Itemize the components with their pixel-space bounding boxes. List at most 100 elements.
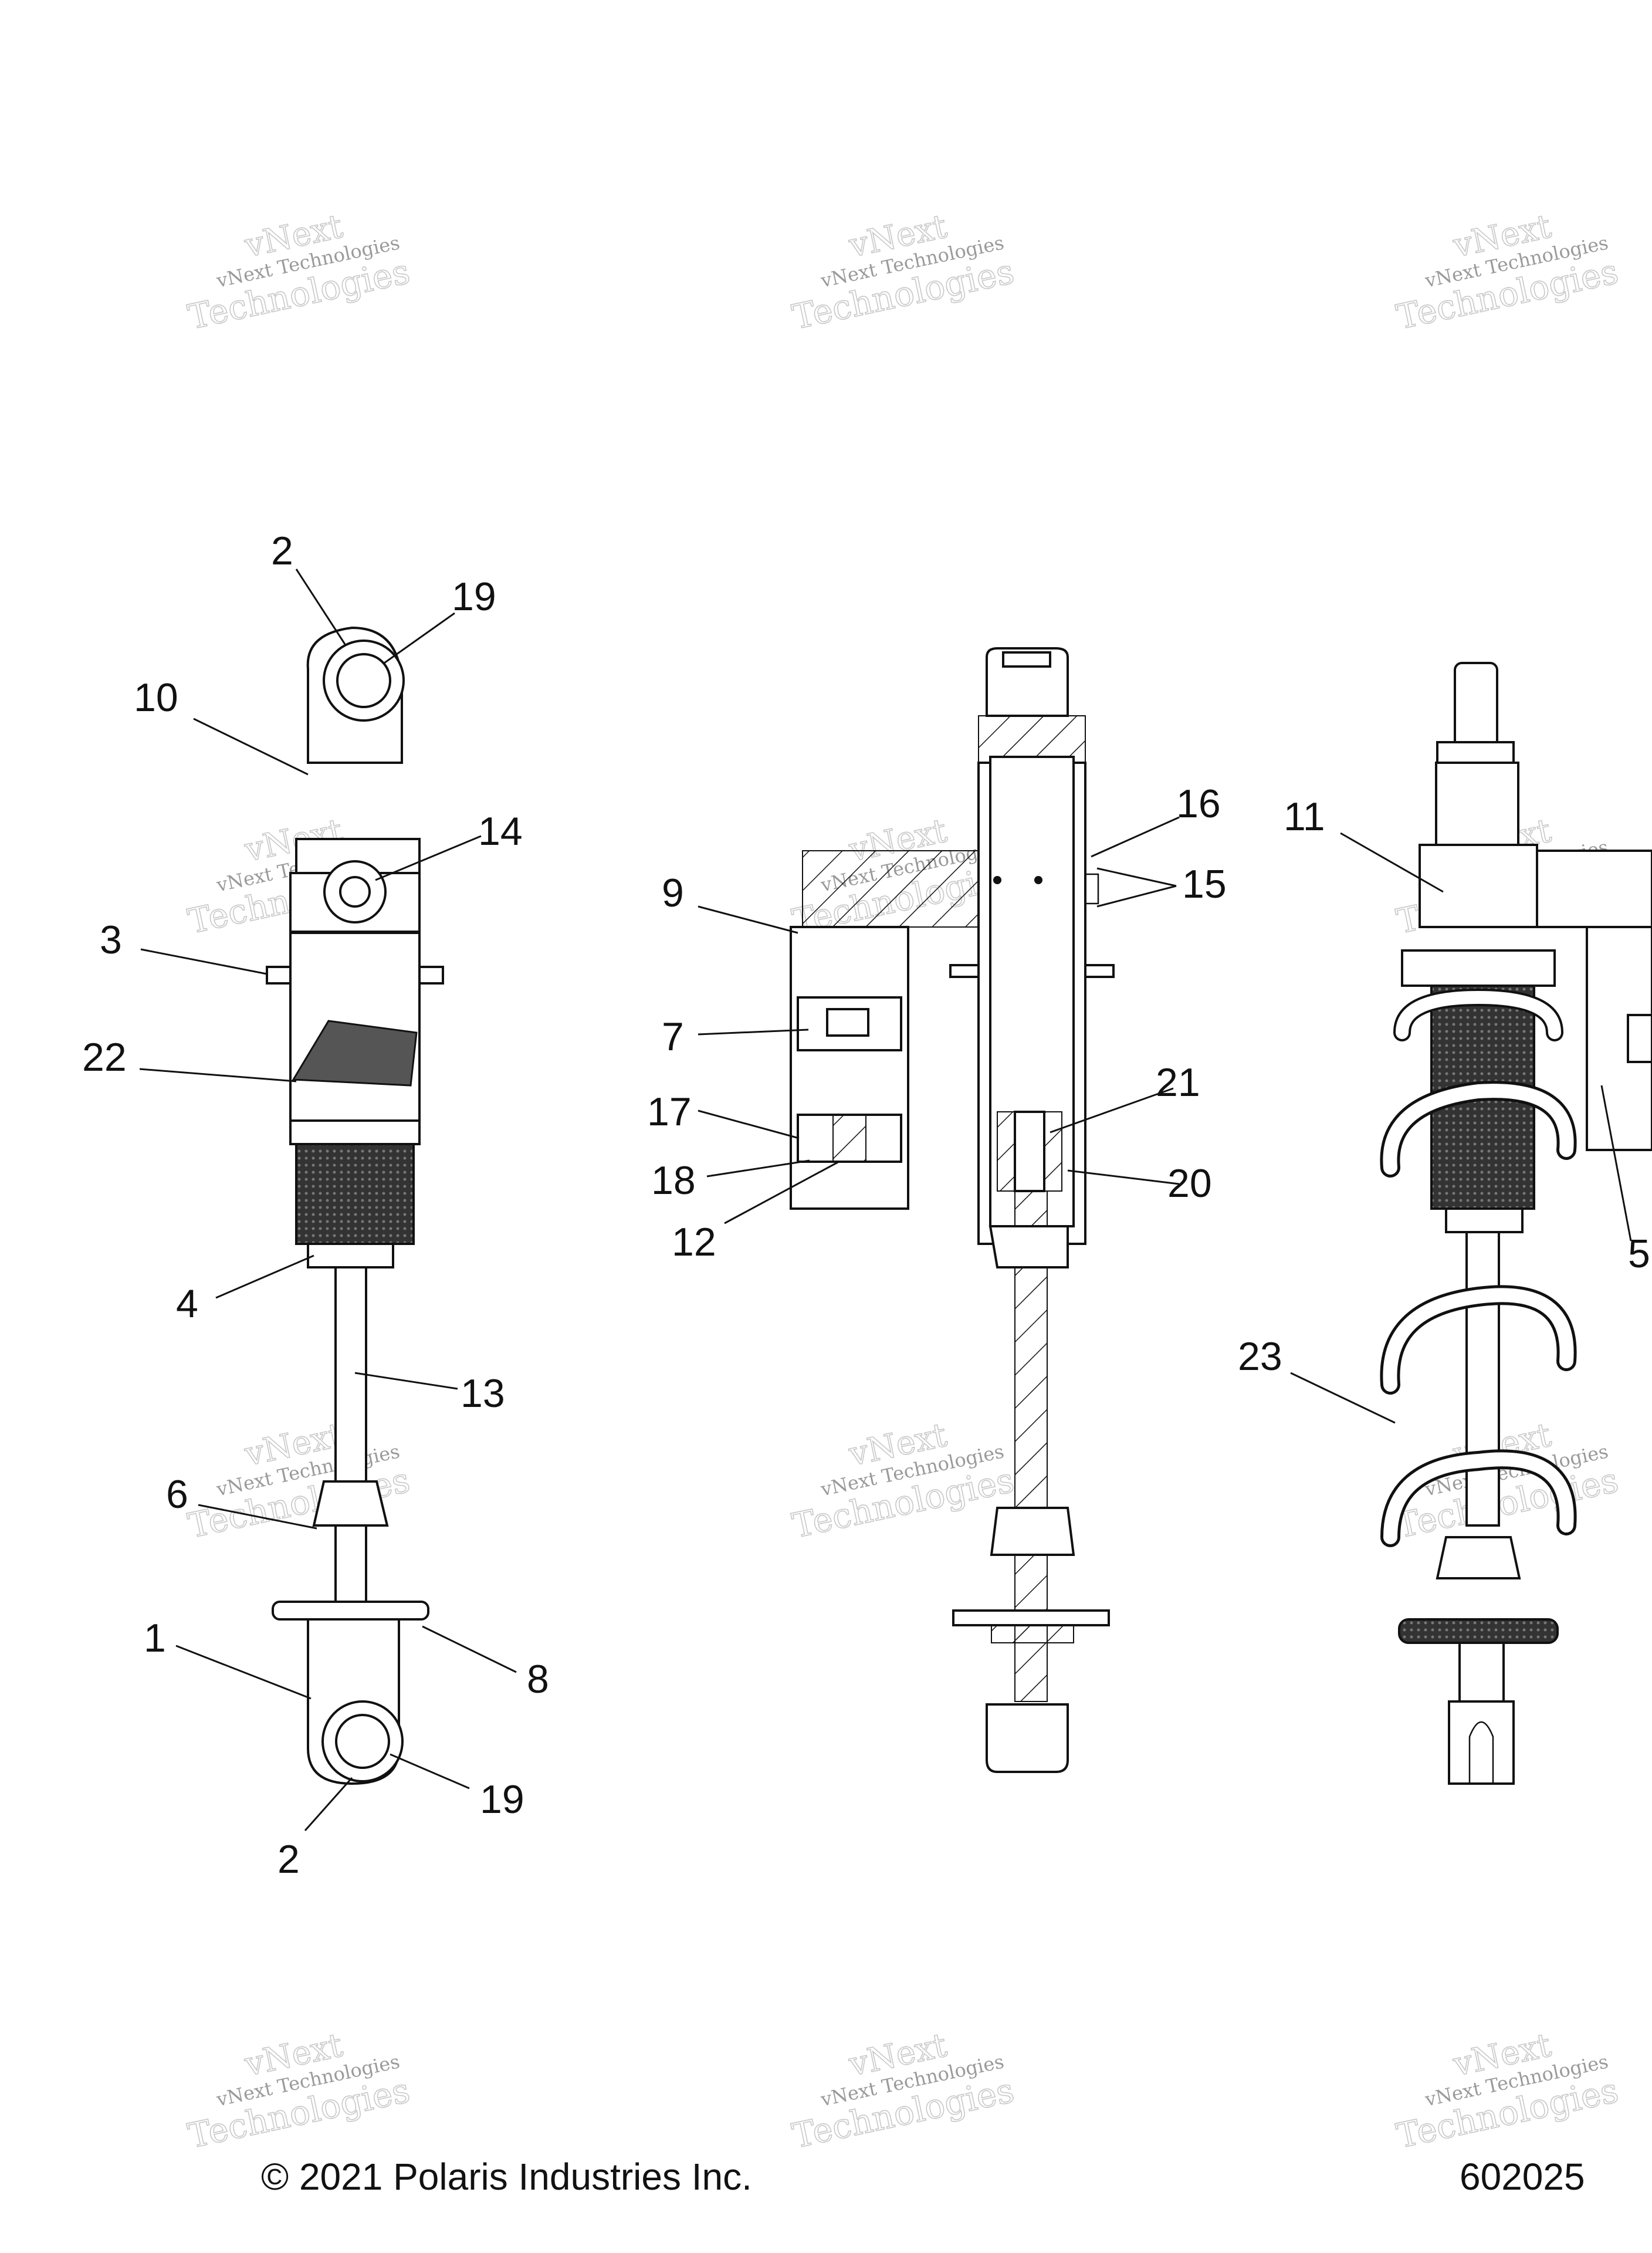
leader-17	[698, 1109, 800, 1139]
assembled-shaft-lower	[1458, 1642, 1505, 1703]
assembled-body-head	[1419, 844, 1538, 928]
watermark: vNext vNext Technologies Technologies	[184, 2025, 414, 2156]
eyelet-bore-bottom	[335, 1714, 390, 1769]
watermark: vNext vNext Technologies Technologies	[1393, 207, 1622, 337]
section-reservoir	[790, 926, 909, 1210]
threaded-section	[295, 1143, 415, 1245]
port-hole	[1034, 876, 1042, 884]
reservoir-valve	[832, 1114, 866, 1162]
assembled-top-eyelet	[1454, 662, 1498, 752]
section-seal-head	[989, 1225, 1069, 1268]
watermark: vNext vNext Technologies Technologies	[788, 1415, 1018, 1546]
clip-left	[266, 966, 292, 985]
leader-15b	[1096, 885, 1177, 908]
spring-coil	[1383, 1452, 1574, 1544]
spring-coil	[1383, 1288, 1574, 1392]
leader-19-top	[384, 612, 455, 664]
seal-head	[307, 1243, 394, 1268]
leader-4	[215, 1254, 314, 1299]
section-top-bushing	[1002, 651, 1051, 668]
body-collar	[289, 1119, 421, 1145]
callout-9: 9	[662, 871, 684, 915]
copyright-text: © 2021 Polaris Industries Inc.	[261, 2156, 752, 2198]
shaft-lower	[334, 1524, 367, 1603]
leader-16	[1091, 816, 1180, 858]
diagram-number: 602025	[1460, 2156, 1585, 2198]
assembled-eyelet-slot	[1468, 1721, 1494, 1784]
o-ring-groove	[1084, 873, 1099, 905]
leader-22	[139, 1068, 297, 1082]
callout-13: 13	[461, 1371, 505, 1416]
leader-lines	[139, 569, 1632, 1831]
adjuster-center	[339, 876, 371, 908]
callout-1: 1	[144, 1616, 166, 1660]
section-piston-bolt	[1014, 1111, 1045, 1192]
leader-11	[1340, 832, 1444, 893]
leader-20	[1067, 1169, 1180, 1185]
callout-21: 21	[1156, 1060, 1200, 1105]
shock-section-view	[790, 647, 1115, 1773]
callout-3: 3	[100, 918, 122, 962]
assembled-body-cap	[1435, 762, 1519, 846]
spring-coil	[1396, 990, 1561, 1039]
assembled-seal-head	[1445, 1207, 1524, 1233]
assembled-bumper	[1436, 1536, 1521, 1579]
callout-8: 8	[527, 1657, 549, 1701]
leader-21	[1050, 1087, 1174, 1134]
leader-19-bottom	[390, 1753, 470, 1789]
shock-exterior-view	[266, 626, 444, 1785]
callout-2-bottom: 2	[277, 1837, 300, 1882]
section-lower-eyelet	[986, 1703, 1069, 1773]
assembled-spring-seat	[1398, 1618, 1559, 1644]
section-spring-seat	[952, 1609, 1110, 1626]
spring-coil	[1383, 1084, 1574, 1175]
leader-18	[706, 1159, 810, 1178]
port-hole	[993, 876, 1001, 884]
leader-2-bottom	[304, 1777, 353, 1831]
leader-9	[698, 905, 798, 934]
leader-2-top	[295, 569, 346, 645]
section-clip-left	[949, 964, 980, 978]
section-clip-right	[1084, 964, 1115, 978]
callout-19-top: 19	[452, 574, 496, 619]
leader-13	[354, 1372, 458, 1390]
leader-10	[193, 718, 309, 776]
callout-labels: 2 19 10 14 3 22 4 13 6 8 1 19 2 9 7 17 1…	[82, 529, 1650, 1882]
reservoir-piston-core	[826, 1008, 869, 1037]
leader-8	[422, 1625, 517, 1673]
watermark: vNext vNext Technologies Technologies	[788, 2025, 1018, 2156]
callout-17: 17	[647, 1090, 692, 1134]
callout-10: 10	[134, 675, 178, 720]
leader-1	[175, 1645, 312, 1700]
bumper	[312, 1480, 389, 1527]
callout-5: 5	[1628, 1232, 1650, 1276]
assembled-shaft	[1465, 1231, 1500, 1527]
watermark: vNext vNext Technologies Technologies	[184, 207, 414, 337]
callout-4: 4	[176, 1281, 198, 1326]
spring-seat	[272, 1601, 429, 1621]
section-bridge	[802, 850, 979, 928]
assembled-reservoir-bridge	[1536, 850, 1652, 928]
shock-assembled-view	[1380, 662, 1652, 1785]
clip-right	[418, 966, 444, 985]
leader-23	[1290, 1372, 1396, 1424]
leader-15a	[1096, 867, 1177, 887]
callout-20: 20	[1167, 1161, 1212, 1206]
leader-14	[375, 835, 482, 881]
callout-15: 15	[1182, 862, 1227, 906]
reservoir-label	[1627, 1014, 1652, 1063]
section-seat-collar	[991, 1625, 1074, 1643]
leader-12	[724, 1161, 839, 1224]
leader-7	[698, 1029, 809, 1036]
preload-collar	[1401, 949, 1556, 987]
decal	[292, 1020, 418, 1087]
callout-14: 14	[478, 809, 523, 854]
callout-16: 16	[1176, 782, 1221, 826]
watermark: vNext vNext Technologies Technologies	[788, 207, 1018, 337]
callout-23: 23	[1238, 1334, 1282, 1379]
callout-19-bottom: 19	[480, 1777, 524, 1822]
callout-12: 12	[672, 1220, 716, 1264]
watermark: vNext vNext Technologies Technologies	[1393, 2025, 1622, 2156]
eyelet-bore-top	[336, 653, 391, 708]
callout-7: 7	[662, 1014, 684, 1059]
